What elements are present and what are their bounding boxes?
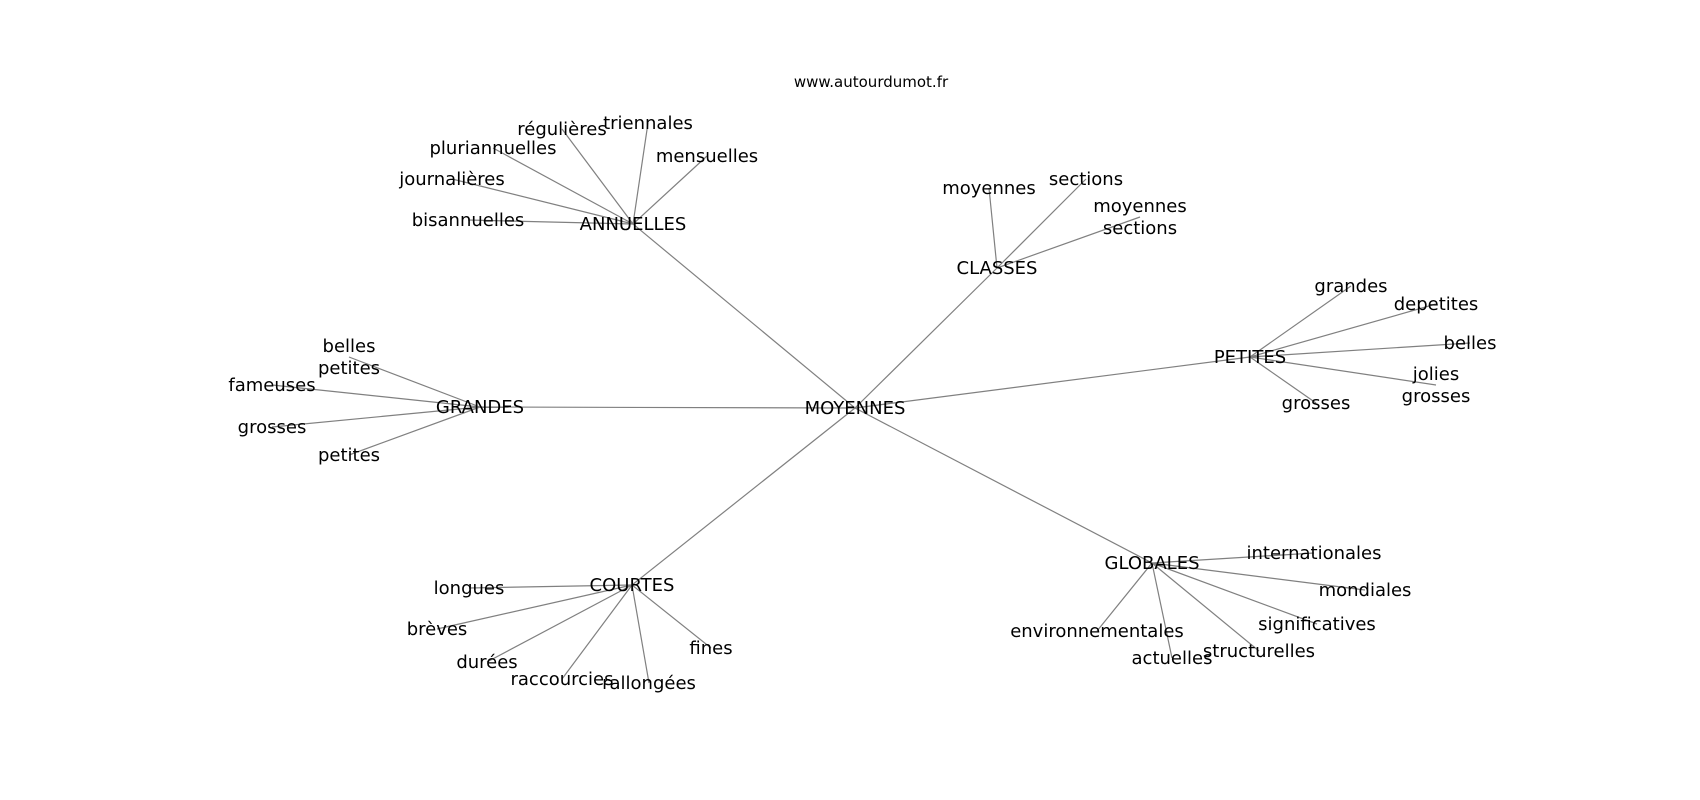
leaf-node-globales-actuelles: actuelles bbox=[1132, 648, 1213, 669]
leaf-node-grandes-fameuses: fameuses bbox=[228, 375, 315, 396]
leaf-node-annuelles-journalieres: journalières bbox=[398, 169, 504, 190]
leaf-node-classes-moyennes: moyennes bbox=[942, 178, 1036, 199]
edge-classes-to-moyennes bbox=[988, 187, 998, 269]
leaf-node-classes-sections: sections bbox=[1049, 169, 1123, 190]
branch-node-courtes: COURTES bbox=[590, 575, 675, 596]
edges-layer bbox=[271, 122, 1471, 684]
edge-center-to-petites bbox=[854, 356, 1251, 409]
edge-courtes-to-rallongees bbox=[631, 584, 650, 684]
branch-node-petites: PETITES bbox=[1214, 347, 1286, 368]
branch-node-grandes: GRANDES bbox=[436, 397, 524, 418]
edge-grandes-to-belles-petites bbox=[348, 356, 481, 408]
leaf-node-petites-grosses: grosses bbox=[1282, 393, 1351, 414]
leaf-node-annuelles-regulieres: régulières bbox=[517, 119, 606, 140]
edge-courtes-to-durees bbox=[486, 584, 633, 663]
leaf-node-grandes-petites: petites bbox=[318, 445, 380, 466]
leaf-node-grandes-grosses: grosses bbox=[238, 417, 307, 438]
leaf-node-courtes-rallongees: rallongées bbox=[602, 673, 696, 694]
leaf-node-courtes-longues: longues bbox=[434, 578, 505, 599]
edge-center-to-classes bbox=[854, 267, 998, 409]
leaf-node-annuelles-triennales: triennales bbox=[603, 113, 693, 134]
edge-courtes-to-longues bbox=[468, 584, 633, 589]
edge-center-to-annuelles bbox=[632, 223, 856, 409]
edge-globales-to-actuelles bbox=[1151, 562, 1173, 659]
edge-petites-to-grandes bbox=[1249, 285, 1352, 358]
watermark-text: www.autourdumot.fr bbox=[794, 73, 949, 91]
leaf-node-courtes-durees: durées bbox=[456, 652, 517, 673]
edge-courtes-to-breves bbox=[436, 584, 633, 630]
branch-node-globales: GLOBALES bbox=[1105, 553, 1200, 574]
leaf-node-petites-grandes: grandes bbox=[1314, 276, 1387, 297]
edge-annuelles-to-mensuelles bbox=[632, 155, 708, 225]
edge-annuelles-to-triennales bbox=[632, 122, 649, 225]
branch-node-classes: CLASSES bbox=[957, 258, 1038, 279]
branch-node-annuelles: ANNUELLES bbox=[580, 214, 687, 235]
edge-globales-to-environnementales bbox=[1096, 562, 1153, 632]
leaf-node-globales-environnementales: environnementales bbox=[1010, 621, 1184, 642]
edge-petites-to-grosses bbox=[1249, 356, 1317, 404]
edge-annuelles-to-bisannuelles bbox=[467, 219, 634, 225]
leaf-node-annuelles-mensuelles: mensuelles bbox=[656, 146, 758, 167]
edge-annuelles-to-pluriannuelles bbox=[492, 147, 634, 225]
edge-center-to-courtes bbox=[631, 407, 856, 586]
leaf-node-courtes-fines: fines bbox=[689, 638, 732, 659]
leaf-node-globales-structurelles: structurelles bbox=[1203, 641, 1315, 662]
labels-layer: MOYENNES ANNUELLES bisannuelles journalière… bbox=[228, 113, 1496, 694]
edge-annuelles-to-regulieres bbox=[561, 128, 634, 225]
edge-globales-to-internationales bbox=[1151, 552, 1315, 564]
edge-classes-to-sections bbox=[996, 178, 1087, 269]
leaf-node-courtes-breves: brèves bbox=[407, 619, 468, 640]
edge-annuelles-to-journalieres bbox=[451, 178, 634, 225]
edge-courtes-to-fines bbox=[631, 584, 712, 649]
edge-globales-to-structurelles bbox=[1151, 562, 1260, 652]
leaf-node-globales-internationales: internationales bbox=[1246, 543, 1381, 564]
edge-globales-to-significatives bbox=[1151, 562, 1318, 625]
leaf-node-petites-belles: belles bbox=[1444, 333, 1497, 354]
edge-petites-to-belles bbox=[1249, 342, 1471, 358]
edge-petites-to-jolies-grosses bbox=[1249, 356, 1437, 386]
center-node-label: MOYENNES bbox=[805, 398, 906, 419]
edge-courtes-to-raccourcies bbox=[561, 584, 633, 680]
edge-grandes-to-grosses bbox=[271, 406, 481, 428]
edge-globales-to-mondiales bbox=[1151, 562, 1366, 591]
leaf-node-petites-depetites: depetites bbox=[1394, 294, 1479, 315]
leaf-node-globales-mondiales: mondiales bbox=[1319, 580, 1412, 601]
edge-grandes-to-fameuses bbox=[271, 384, 481, 408]
leaf-node-globales-significatives: significatives bbox=[1258, 614, 1376, 635]
leaf-node-annuelles-bisannuelles: bisannuelles bbox=[412, 210, 525, 231]
edge-center-to-grandes bbox=[479, 406, 856, 409]
edge-classes-to-moyennes-sections bbox=[996, 216, 1141, 269]
edge-grandes-to-petites bbox=[348, 406, 481, 456]
leaf-node-courtes-raccourcies: raccourcies bbox=[511, 669, 614, 690]
leaf-node-annuelles-pluriannuelles: pluriannuelles bbox=[429, 138, 556, 159]
edge-petites-to-depetites bbox=[1249, 303, 1437, 358]
edge-center-to-globales bbox=[854, 407, 1153, 564]
